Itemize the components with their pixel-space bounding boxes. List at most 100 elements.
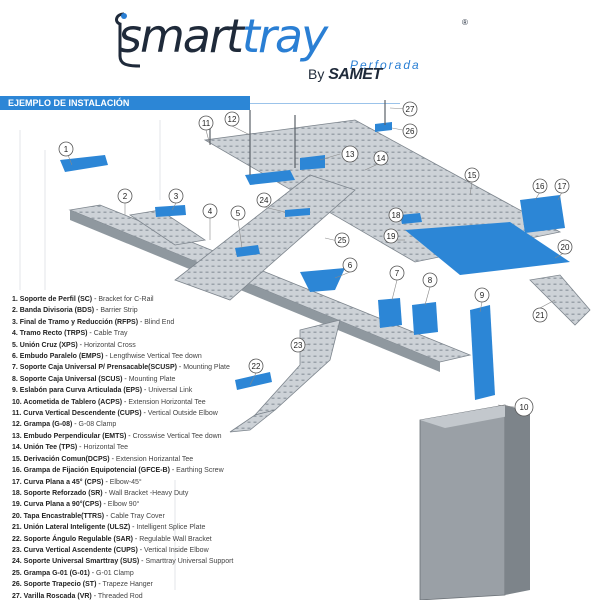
svg-text:20: 20 <box>561 243 570 252</box>
legend-item-name: 1. Soporte de Perfil (SC) <box>12 296 93 303</box>
brand-title: smarttray <box>118 9 328 63</box>
callout-21: 21 <box>532 307 548 323</box>
legend-separator: - <box>87 330 94 338</box>
callout-20: 20 <box>557 239 573 255</box>
legend-item-english: Vertical Outside Elbow <box>147 410 218 418</box>
legend-item-name: 8. Soporte Caja Universal (SCUS) <box>12 375 123 383</box>
callout-19: 19 <box>383 228 399 244</box>
legend-item-english: G-08 Clamp <box>78 421 117 429</box>
electrical-cabinet <box>419 404 506 600</box>
legend-item: 15. Derivación Comun(DCPS) - Extension H… <box>12 454 282 465</box>
svg-text:12: 12 <box>228 115 237 124</box>
svg-text:13: 13 <box>346 150 355 159</box>
callout-2: 2 <box>117 188 133 204</box>
svg-text:24: 24 <box>260 196 269 205</box>
svg-text:8: 8 <box>428 276 433 285</box>
legend-separator: - <box>130 524 137 532</box>
maker-byline: By SAMET <box>308 66 382 84</box>
legend-item-name: 27. Varilla Roscada (VR) <box>12 592 92 600</box>
mounting-plate-2 <box>412 302 438 335</box>
svg-text:19: 19 <box>387 232 396 241</box>
brand-subtitle: Perforada <box>350 58 421 72</box>
legend-item-name: 17. Curva Plana a 45° (CPS) <box>12 478 104 486</box>
callout-25: 25 <box>334 232 350 248</box>
legend-item-english: Horizontal Tee <box>83 444 129 452</box>
legend-item-english: G-01 Clamp <box>96 569 134 577</box>
svg-text:4: 4 <box>208 207 213 216</box>
cable-tray-slope <box>529 274 591 326</box>
horizontal-cross-plate <box>235 245 260 257</box>
logo-swoosh-icon <box>115 12 141 68</box>
legend-separator: - <box>132 535 140 543</box>
callout-11: 11 <box>198 115 214 131</box>
legend-item-name: 12. Grampa (G-08) <box>12 421 73 429</box>
legend-item-name: 23. Curva Vertical Ascendente (CUPS) <box>12 546 138 554</box>
legend-item: 18. Soporte Reforzado (SR) - Wall Bracke… <box>12 488 282 499</box>
svg-text:25: 25 <box>338 236 347 245</box>
legend-item-english: Barrier Strip <box>100 307 138 315</box>
legend-item-english: Extension Horizontal Tee <box>128 398 206 406</box>
legend-item-name: 22. Soporte Ángulo Regulable (SAR) <box>12 535 133 543</box>
legend-item-english: Threaded Rod <box>97 592 143 600</box>
cable-tray-main-side <box>70 210 440 372</box>
legend-item-name: 26. Soporte Trapecio (ST) <box>12 581 97 589</box>
legend-item-english: Vertical Inside Elbow <box>144 546 209 554</box>
svg-text:6: 6 <box>348 261 353 270</box>
legend-item-english: Trapeze Hanger <box>102 581 153 589</box>
callout-5: 5 <box>230 205 246 221</box>
legend-separator: - <box>142 387 149 395</box>
cabinet-top <box>420 405 530 428</box>
accessories <box>60 122 570 400</box>
legend-item-name: 3. Final de Tramo y Reducción (RFPS) <box>12 318 139 326</box>
elbow-90-tray <box>405 222 570 275</box>
callout-9: 9 <box>474 287 490 303</box>
brand-smart: smart <box>118 9 244 63</box>
legend-item: 26. Soporte Trapecio (ST) - Trapeze Hang… <box>12 579 282 590</box>
callout-27: 27 <box>402 101 418 117</box>
legend-item-english: Extension Horizantal Tee <box>115 455 194 463</box>
legend-item: 8. Soporte Caja Universal (SCUS) - Mount… <box>12 374 282 385</box>
svg-text:2: 2 <box>123 192 128 201</box>
legend-item-english: Mounting Plate <box>128 375 176 383</box>
legend-item-english: Wall Bracket -Heavy Duty <box>108 489 189 497</box>
callout-6: 6 <box>342 257 358 273</box>
section-banner: EJEMPLO DE INSTALACIÓN <box>0 96 250 110</box>
maker-logo: SAMET <box>328 66 382 83</box>
legend-item: 23. Curva Vertical Ascendente (CUPS) - V… <box>12 545 282 556</box>
vertical-elbow-riser <box>470 305 495 400</box>
legend-item-name: 5. Unión Cruz (XPS) <box>12 341 78 349</box>
regulable-bracket <box>235 372 272 390</box>
trapeze-hanger <box>375 122 392 132</box>
legend-separator: - <box>102 489 109 497</box>
legend-item: 7. Soporte Caja Universal P/ Prensacable… <box>12 362 282 373</box>
legend-item: 1. Soporte de Perfil (SC) - Bracket for … <box>12 294 282 305</box>
legend-item-name: 14. Unión Tee (TPS) <box>12 444 78 452</box>
legend-item-name: 11. Curva Vertical Descendente (CUPS) <box>12 410 142 418</box>
legend-item-name: 15. Derivación Comun(DCPS) <box>12 455 110 463</box>
callout-1: 1 <box>58 141 74 157</box>
callout-13: 13 <box>341 145 359 163</box>
legend-separator: - <box>122 375 129 383</box>
svg-text:23: 23 <box>294 341 303 350</box>
parts-legend: 1. Soporte de Perfil (SC) - Bracket for … <box>12 294 282 602</box>
svg-text:21: 21 <box>536 311 545 320</box>
legend-separator: - <box>109 455 116 463</box>
svg-text:16: 16 <box>536 182 545 191</box>
callout-15: 15 <box>464 167 480 183</box>
legend-item: 3. Final de Tramo y Reducción (RFPS) - B… <box>12 317 282 328</box>
legend-item-name: 16. Grampa de Fijación Equipotencial (GF… <box>12 467 170 475</box>
legend-item: 24. Soporte Universal Smarttray (SUS) - … <box>12 556 282 567</box>
callout-8: 8 <box>422 272 438 288</box>
legend-separator: - <box>94 307 101 315</box>
legend-separator: - <box>103 478 110 486</box>
callout-3: 3 <box>168 188 184 204</box>
tee-connector <box>300 155 325 170</box>
legend-item-name: 6. Embudo Paralelo (EMPS) <box>12 353 104 361</box>
legend-item-name: 7. Soporte Caja Universal P/ Prensacable… <box>12 364 177 372</box>
legend-item-english: Horizontal Cross <box>83 341 136 349</box>
cable-tray-cross <box>174 174 356 301</box>
legend-item: 12. Grampa (G-08) - G-08 Clamp <box>12 419 282 430</box>
svg-text:27: 27 <box>406 105 415 114</box>
legend-item: 2. Banda Divisoria (BDS) - Barrier Strip <box>12 305 282 316</box>
legend-item-english: Regulable Wall Bracket <box>139 535 212 543</box>
